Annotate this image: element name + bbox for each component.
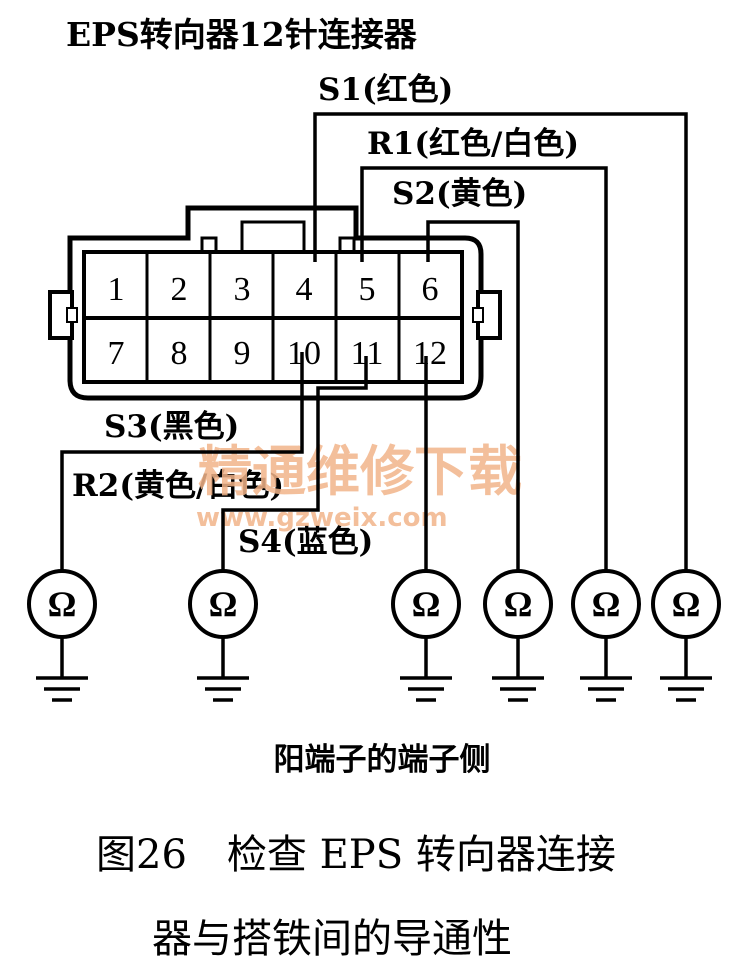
wire-s2 [426, 220, 520, 572]
ground-icon [660, 637, 712, 702]
wire-label-s2: S2(黄色) [392, 176, 527, 212]
ohm-symbol-icon: Ω [672, 584, 701, 624]
wire-label-r1: R1(红色/白色) [367, 126, 579, 162]
wire-r2 [221, 356, 368, 572]
wire-label-r2: R2(黄色/白色) [72, 468, 284, 504]
ohm-symbol-icon: Ω [504, 584, 533, 624]
pin-3: 3 [234, 271, 251, 308]
pin-10: 10 [287, 335, 321, 372]
pin-7: 7 [108, 335, 125, 372]
diagram-title: EPS转向器12针连接器 [66, 15, 418, 54]
pin-4: 4 [296, 271, 313, 308]
ohm-symbol-icon: Ω [48, 584, 77, 624]
ground-icon [400, 637, 452, 702]
wire-label-s4: S4(蓝色) [238, 524, 373, 560]
wire-label-s1: S1(红色) [318, 72, 453, 108]
connector-housing [48, 205, 502, 401]
figure-caption-line2: 器与搭铁间的导通性 [152, 916, 512, 962]
ohm-symbol-icon: Ω [412, 584, 441, 624]
ohm-symbol-icon: Ω [209, 584, 238, 624]
ground-icon [36, 637, 88, 702]
pin-12: 12 [413, 335, 447, 372]
ground-icon [580, 637, 632, 702]
wires [60, 112, 688, 572]
wire-s1 [313, 112, 688, 572]
pin-5: 5 [359, 271, 376, 308]
pin-1: 1 [108, 271, 125, 308]
pin-2: 2 [171, 271, 188, 308]
pin-numbers: 1 2 3 4 5 6 7 8 9 10 11 12 [108, 271, 448, 372]
watermark-url: www.gzweix.com [196, 503, 448, 533]
pin-6: 6 [422, 271, 439, 308]
figure-caption-line1: 图26 检查 EPS 转向器连接 [96, 832, 616, 878]
ground-symbols [36, 637, 712, 702]
ohm-symbols: Ω Ω Ω Ω Ω Ω [48, 584, 701, 624]
wire-r1 [360, 166, 608, 572]
ground-icon [197, 637, 249, 702]
ohm-symbol-icon: Ω [592, 584, 621, 624]
wire-label-s3: S3(黑色) [104, 409, 239, 445]
watermark-text: 精通维修下载 [198, 440, 522, 503]
ohmmeters [27, 569, 721, 639]
pin-9: 9 [234, 335, 251, 372]
wire-s3 [60, 352, 304, 572]
watermark: 精通维修下载 www.gzweix.com [196, 440, 522, 533]
pin-8: 8 [171, 335, 188, 372]
terminal-side-note: 阳端子的端子侧 [274, 742, 491, 778]
ground-icon [492, 637, 544, 702]
